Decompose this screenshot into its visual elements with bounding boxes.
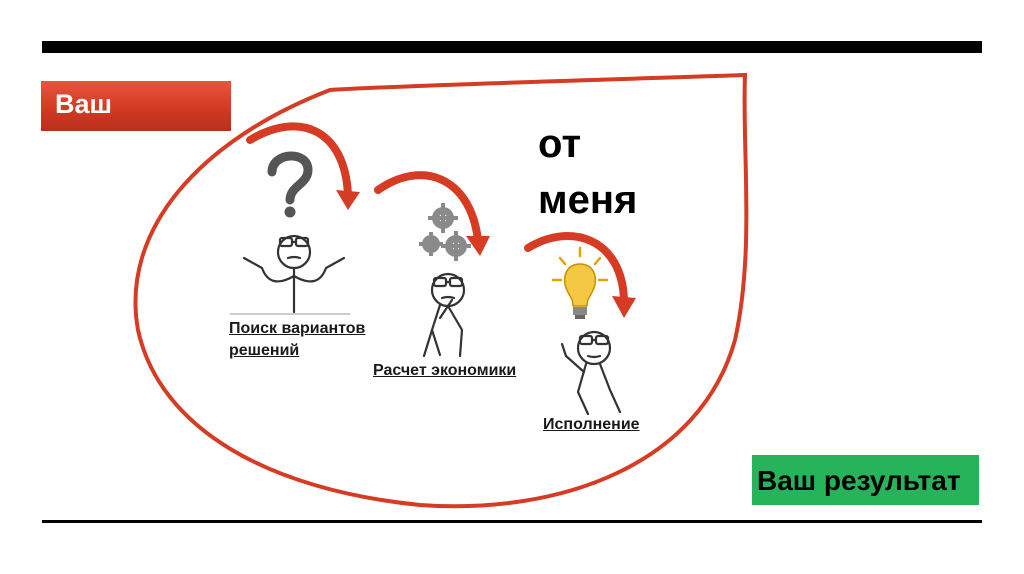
- result-box: [752, 455, 979, 505]
- gears-icon: [419, 203, 471, 261]
- bottom-divider-line: [42, 520, 982, 523]
- step-label-execution: Исполнение: [543, 416, 640, 433]
- top-divider-bar: [42, 41, 982, 53]
- arrow-icon-1: [246, 122, 360, 210]
- result-label: Ваш результат: [757, 465, 961, 496]
- lightbulb-icon: [551, 246, 609, 319]
- person-shrug-icon: [229, 234, 351, 315]
- center-caption-line-1: от: [538, 122, 582, 166]
- question-mark-icon: [267, 151, 313, 218]
- person-thinking-icon: [422, 272, 466, 358]
- header-label-box: Ваш: [41, 81, 231, 131]
- center-caption-line-2: меня: [538, 178, 638, 222]
- header-label: Ваш: [55, 89, 113, 119]
- arrow-icon-3: [524, 232, 636, 318]
- center-caption: от меня: [538, 116, 637, 228]
- step-label-economics: Расчет экономики: [373, 362, 517, 379]
- arrow-icon-2: [374, 171, 490, 256]
- step-label-search: Поиск вариантов решений: [229, 318, 365, 362]
- step-label-search-line-2: решений: [229, 342, 300, 359]
- teardrop-outline: [133, 72, 749, 509]
- step-label-search-line-1: Поиск вариантов: [229, 320, 366, 337]
- person-idea-icon: [560, 330, 622, 416]
